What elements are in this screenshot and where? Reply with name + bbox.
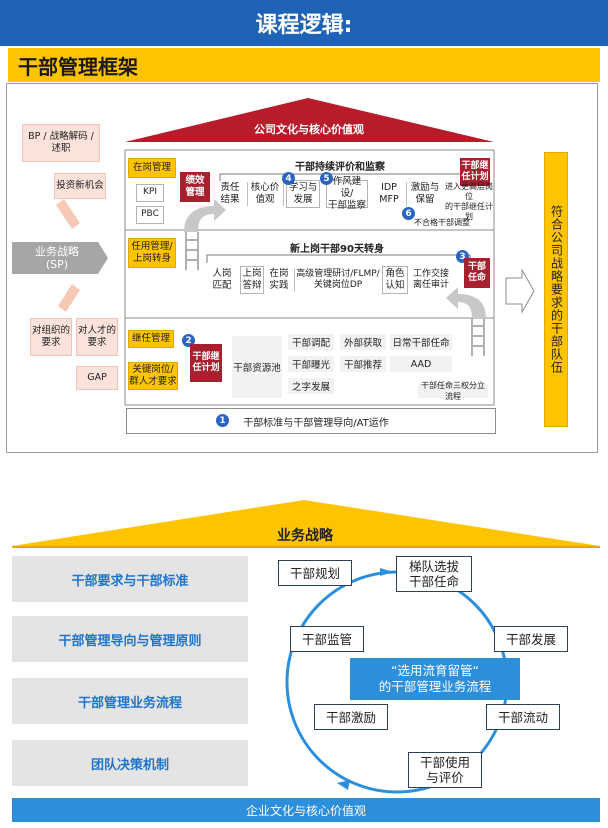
node-incentive: 干部激励 bbox=[314, 704, 388, 730]
culture-roof bbox=[125, 98, 494, 142]
course-logic-header: 课程逻辑: bbox=[0, 0, 608, 46]
node-use: 干部使用 与评价 bbox=[408, 752, 482, 788]
row3-recommend: 干部推荐 bbox=[340, 356, 386, 372]
step-number-5: 5 bbox=[320, 172, 333, 185]
row3-daily-appoint: 日常干部任命 bbox=[390, 334, 452, 350]
row2-item-role: 角色 认知 bbox=[382, 266, 408, 294]
bp-box: BP / 战略解码 / 述职 bbox=[22, 124, 100, 162]
strategy-roof bbox=[12, 500, 600, 546]
cycle-center: “选用流育留管“ 的干部管理业务流程 bbox=[350, 658, 520, 700]
org-req-box: 对组织的要求 bbox=[30, 318, 72, 356]
performance-box: 绩效 管理 bbox=[180, 172, 210, 202]
row3-three-powers: 干部任命三权分立流程 bbox=[418, 381, 488, 401]
row2-item-match: 人岗 匹配 bbox=[212, 268, 232, 291]
course-logic-title: 课程逻辑: bbox=[255, 13, 353, 38]
step-number-1: 1 bbox=[216, 414, 229, 427]
row1-sep bbox=[283, 182, 284, 206]
step-number-6: 6 bbox=[402, 207, 415, 220]
row2-item-seminar: 高级管理研讨/FLMP/ 关键岗位DP bbox=[296, 268, 380, 290]
row1-item-idp: IDP MFP bbox=[379, 182, 399, 205]
kpi-box: KPI bbox=[136, 184, 164, 202]
row1-item-learning: 学习与 发展 bbox=[286, 180, 320, 208]
row2-item-defense: 上岗 答辩 bbox=[240, 266, 264, 294]
node-supervise: 干部监管 bbox=[290, 626, 364, 652]
left-item-standard: 干部要求与干部标准 bbox=[12, 556, 248, 602]
row2-header: 新上岗干部90天转身 bbox=[290, 243, 384, 255]
foundation-text: 干部标准与干部管理导向/AT运作 bbox=[243, 417, 389, 429]
pbc-box: PBC bbox=[136, 206, 164, 224]
left-item-process: 干部管理业务流程 bbox=[12, 678, 248, 724]
business-strategy-label: 业务战略 (SP) bbox=[35, 244, 79, 271]
node-flow: 干部流动 bbox=[486, 704, 560, 730]
framework-title: 干部管理框架 bbox=[18, 54, 138, 79]
step-number-2: 2 bbox=[182, 334, 195, 347]
target-team-banner: 符合公司战略要求的干部队伍 bbox=[544, 152, 568, 427]
left-item-principle: 干部管理导向与管理原则 bbox=[12, 616, 248, 662]
row3-expose: 干部曝光 bbox=[288, 356, 334, 372]
culture-base-bar: 企业文化与核心价值观 bbox=[12, 798, 600, 822]
row3-aad: AAD bbox=[390, 356, 452, 372]
row1-header: 干部持续评价和监察 bbox=[295, 161, 385, 173]
succession-plan-bottom: 干部继 任计划 bbox=[190, 344, 222, 382]
talent-pool: 干部资源池 bbox=[232, 336, 282, 398]
ladder-right bbox=[471, 318, 485, 356]
row1-sep bbox=[406, 182, 407, 206]
output-arrow bbox=[505, 268, 535, 314]
pink-arrow-up bbox=[56, 199, 80, 229]
gap-box: GAP bbox=[76, 366, 118, 390]
left-item-decision: 团队决策机制 bbox=[12, 740, 248, 786]
node-develop: 干部发展 bbox=[494, 626, 568, 652]
row2-item-handover: 工作交接 离任审计 bbox=[412, 268, 449, 290]
row3-external: 外部获取 bbox=[340, 334, 386, 350]
row1-item-supervision: 作风建设/ 干部监察 bbox=[326, 176, 368, 211]
unqualified-adjust: 不合格干部调整 bbox=[414, 217, 470, 227]
node-select: 梯队选拔 干部任命 bbox=[396, 556, 472, 592]
ladder-left bbox=[185, 232, 199, 270]
row2-item-practice: 在岗 实践 bbox=[269, 268, 289, 291]
talent-req-box: 对人才的要求 bbox=[76, 318, 118, 356]
node-plan: 干部规划 bbox=[278, 560, 352, 586]
row1-sep bbox=[247, 182, 248, 206]
row1-item-responsibility: 责任 结果 bbox=[220, 182, 240, 205]
row1-item-values: 核心价 值观 bbox=[250, 182, 280, 205]
step-number-4: 4 bbox=[282, 172, 295, 185]
row3-adjust: 干部调配 bbox=[288, 334, 334, 350]
roof-label: 公司文化与核心价值观 bbox=[254, 123, 364, 136]
appointment-box: 干部 任命 bbox=[464, 258, 490, 288]
foundation-bar bbox=[126, 408, 496, 434]
house-body bbox=[124, 149, 495, 406]
row2-label: 任用管理/上岗转身 bbox=[128, 238, 176, 268]
pink-arrow-down bbox=[58, 284, 80, 312]
row1-label: 在岗管理 bbox=[128, 158, 176, 178]
strategy-arrow bbox=[12, 242, 108, 274]
framework-graphics bbox=[12, 98, 535, 406]
row3-zhizi: 之字发展 bbox=[288, 378, 334, 394]
invest-box: 投资新机会 bbox=[54, 173, 106, 199]
business-strategy-roof-label: 业务战略 bbox=[277, 528, 333, 544]
row3-label-bottom: 关键岗位/群人才要求 bbox=[128, 362, 178, 390]
row1-item-incentive: 激励与 保留 bbox=[410, 182, 440, 205]
framework-title-bar bbox=[8, 48, 600, 82]
row2-sep bbox=[294, 268, 295, 292]
succession-note: 进入更高层岗位 的干部继任计划 bbox=[445, 182, 493, 221]
succession-plan-top: 干部继 任计划 bbox=[460, 158, 490, 186]
row3-label-top: 继任管理 bbox=[128, 330, 174, 348]
